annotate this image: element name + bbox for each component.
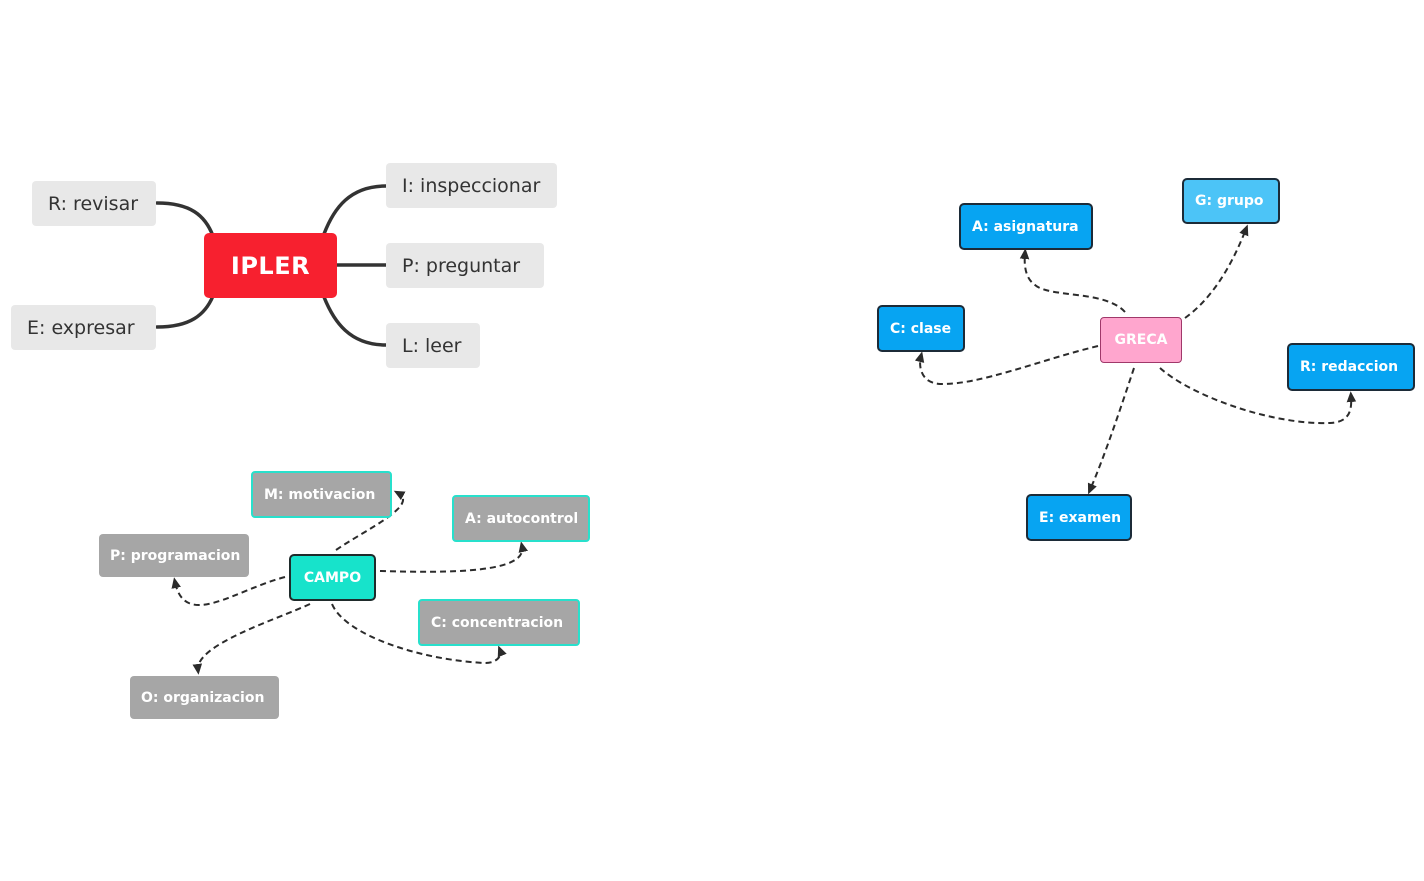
ipler-node-expresar[interactable]: E: expresar: [11, 305, 156, 350]
ipler-node-preguntar[interactable]: P: preguntar: [386, 243, 544, 288]
greca-node-clase[interactable]: C: clase: [877, 305, 965, 352]
campo-link-concentracion: [331, 603, 507, 665]
ipler-root-node[interactable]: IPLER: [204, 233, 337, 298]
greca-node-examen[interactable]: E: examen: [1026, 494, 1132, 541]
campo-link-autocontrol: [379, 541, 528, 573]
campo-node-programacion[interactable]: P: programacion: [99, 534, 249, 577]
campo-root-node[interactable]: CAMPO: [289, 554, 376, 601]
greca-link-examen: [1087, 367, 1135, 495]
greca-root-node[interactable]: GRECA: [1100, 317, 1182, 363]
campo-node-motivacion[interactable]: M: motivacion: [251, 471, 392, 518]
ipler-link-revisar: [155, 201, 215, 238]
campo-link-organizacion: [192, 603, 311, 675]
campo-link-motivacion: [335, 490, 406, 551]
ipler-node-leer[interactable]: L: leer: [386, 323, 480, 368]
greca-link-clase: [914, 345, 1099, 386]
ipler-link-expresar: [155, 294, 215, 329]
ipler-link-leer: [322, 295, 388, 347]
greca-node-asignatura[interactable]: A: asignatura: [959, 203, 1093, 250]
campo-node-organizacion[interactable]: O: organizacion: [130, 676, 279, 719]
greca-node-redaccion[interactable]: R: redaccion: [1287, 343, 1415, 391]
greca-link-asignatura: [1019, 248, 1126, 313]
ipler-node-inspeccionar[interactable]: I: inspeccionar: [386, 163, 557, 208]
greca-link-redaccion: [1159, 367, 1357, 425]
greca-link-grupo: [1184, 224, 1249, 319]
campo-node-concentracion[interactable]: C: concentracion: [418, 599, 580, 646]
campo-link-programacion: [171, 576, 286, 606]
campo-node-autocontrol[interactable]: A: autocontrol: [452, 495, 590, 542]
greca-node-grupo[interactable]: G: grupo: [1182, 178, 1280, 224]
ipler-node-revisar[interactable]: R: revisar: [32, 181, 156, 226]
ipler-link-inspeccionar: [322, 184, 388, 236]
